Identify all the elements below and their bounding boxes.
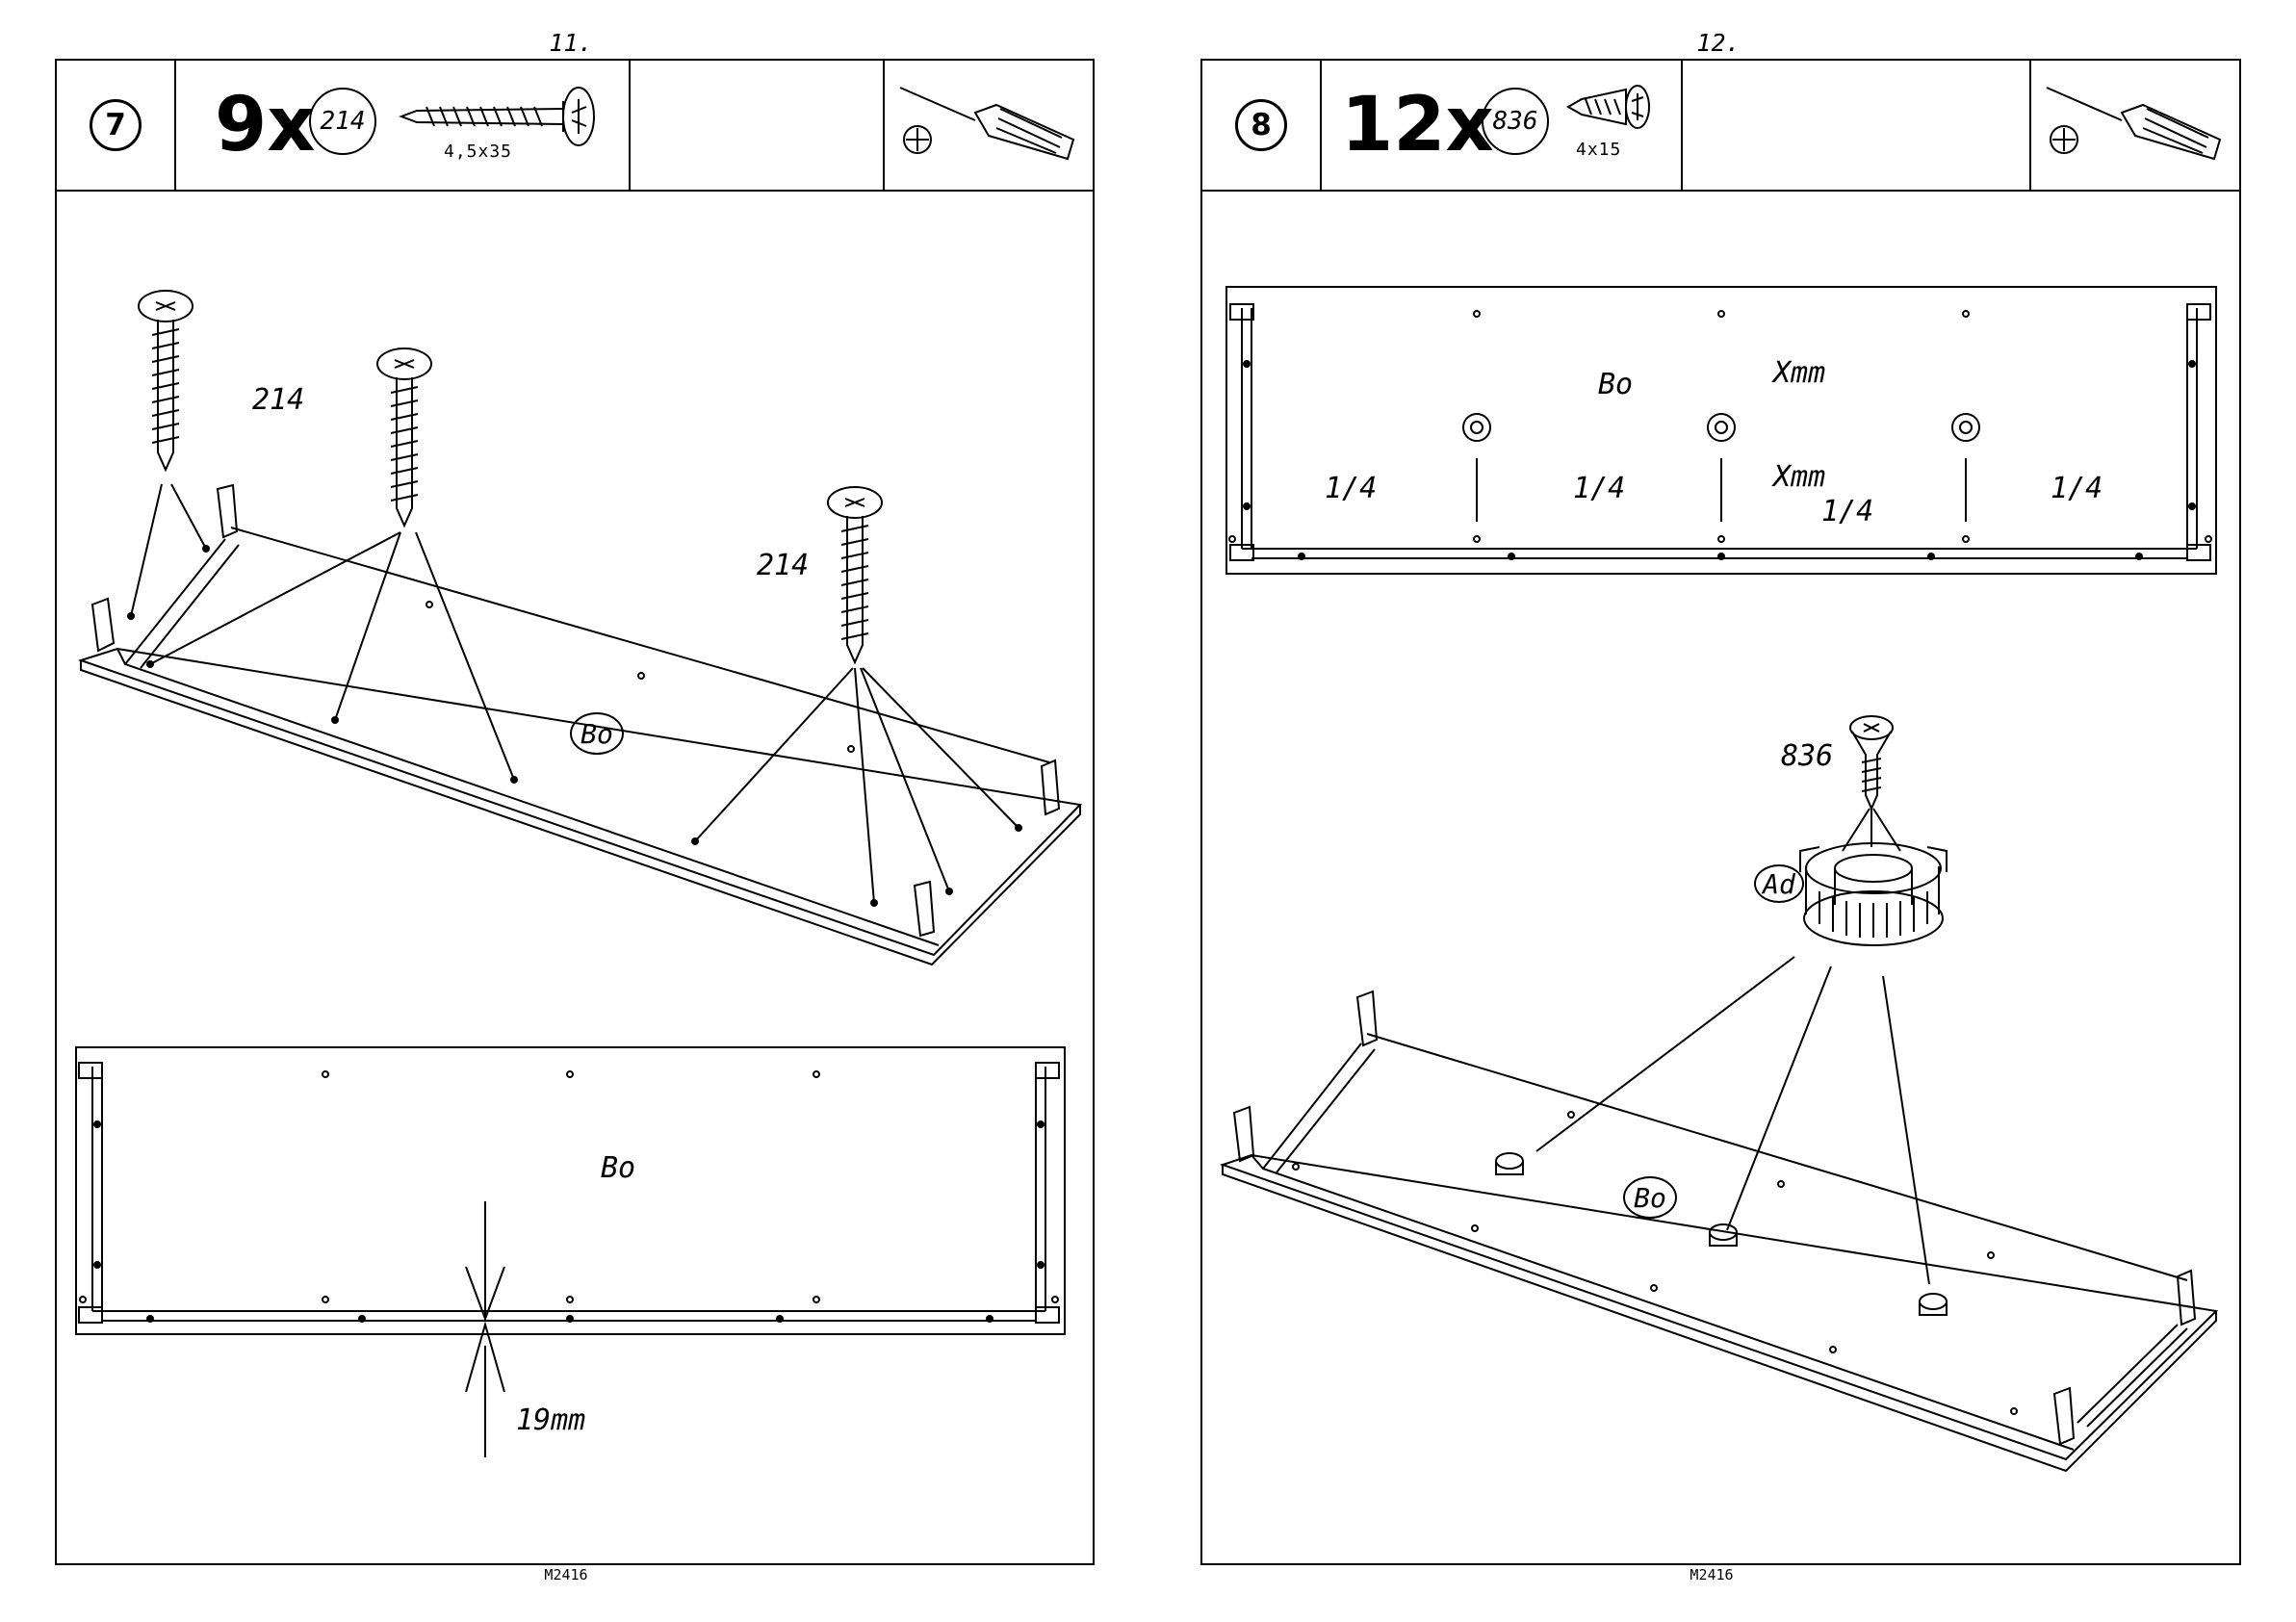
quarter-label-4: 1/4 xyxy=(2051,472,2103,505)
xmm-label-2: Xmm xyxy=(1773,460,1825,494)
screw-label: 836 xyxy=(1781,739,1833,773)
document-code: M2416 xyxy=(1654,1566,1769,1583)
board-iso xyxy=(1223,991,2216,1471)
quarter-label-2: 1/4 xyxy=(1573,472,1625,505)
panel-label-top: Bo xyxy=(1598,368,1633,401)
quarter-label-3: 1/4 xyxy=(1821,495,1873,528)
adjuster-label: Ad xyxy=(1754,864,1804,903)
adjuster-foot xyxy=(1800,843,1947,945)
board-top-view xyxy=(1226,287,2216,574)
flat-head-screw xyxy=(1843,716,1900,851)
xmm-label-1: Xmm xyxy=(1773,356,1825,390)
panel-label-iso: Bo xyxy=(1623,1176,1677,1219)
quarter-label-1: 1/4 xyxy=(1325,472,1377,505)
